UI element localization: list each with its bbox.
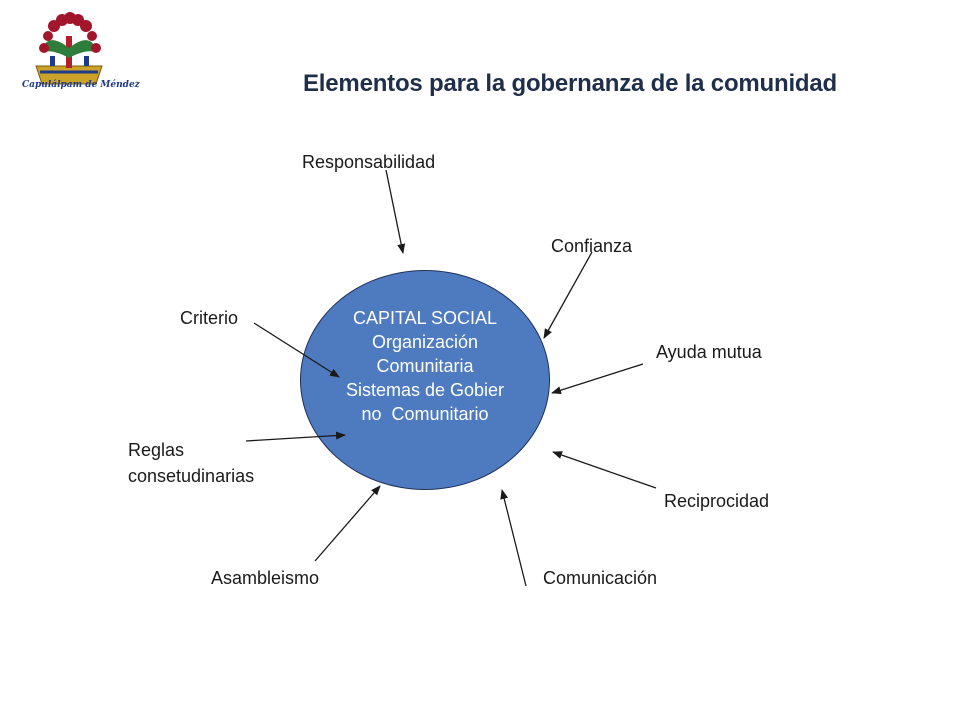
arrow-ayuda-mutua (551, 363, 644, 395)
label-responsabilidad: Responsabilidad (302, 152, 436, 172)
capital-social-circle (300, 270, 550, 490)
center-line-1: CAPITAL SOCIAL (352, 308, 498, 328)
arrow-asambleismo (314, 485, 381, 562)
label-ayuda-mutua: Ayuda mutua (656, 342, 762, 362)
arrow-reciprocidad (552, 451, 657, 489)
center-line-4: Sistemas de Gobier (345, 380, 505, 400)
center-line-3: Comunitaria (376, 356, 474, 376)
logo-caption: Capulálpam de Méndez (22, 80, 140, 90)
arrow-comunicacion (500, 489, 527, 587)
center-line-2: Organización (371, 332, 479, 352)
label-asambleismo: Asambleismo (211, 568, 320, 588)
label-reciprocidad: Reciprocidad (664, 491, 770, 511)
arrow-confianza (543, 251, 593, 339)
arrow-responsabilidad (385, 169, 406, 254)
arrow-criterio (253, 322, 340, 378)
label-comunicacion: Comunicación (543, 568, 658, 588)
label-criterio: Criterio (180, 308, 239, 328)
municipal-seal-icon (35, 12, 103, 85)
arrow-reglas (245, 431, 346, 442)
center-line-5: no Comunitario (361, 404, 489, 424)
label-consetudinarias: consetudinarias (128, 466, 255, 486)
label-reglas: Reglas (128, 440, 185, 460)
label-confianza: Confianza (551, 236, 633, 256)
capital-social-text: CAPITAL SOCIAL Organización Comunitaria … (300, 306, 550, 426)
page-title: Elementos para la gobernanza de la comun… (303, 70, 838, 97)
